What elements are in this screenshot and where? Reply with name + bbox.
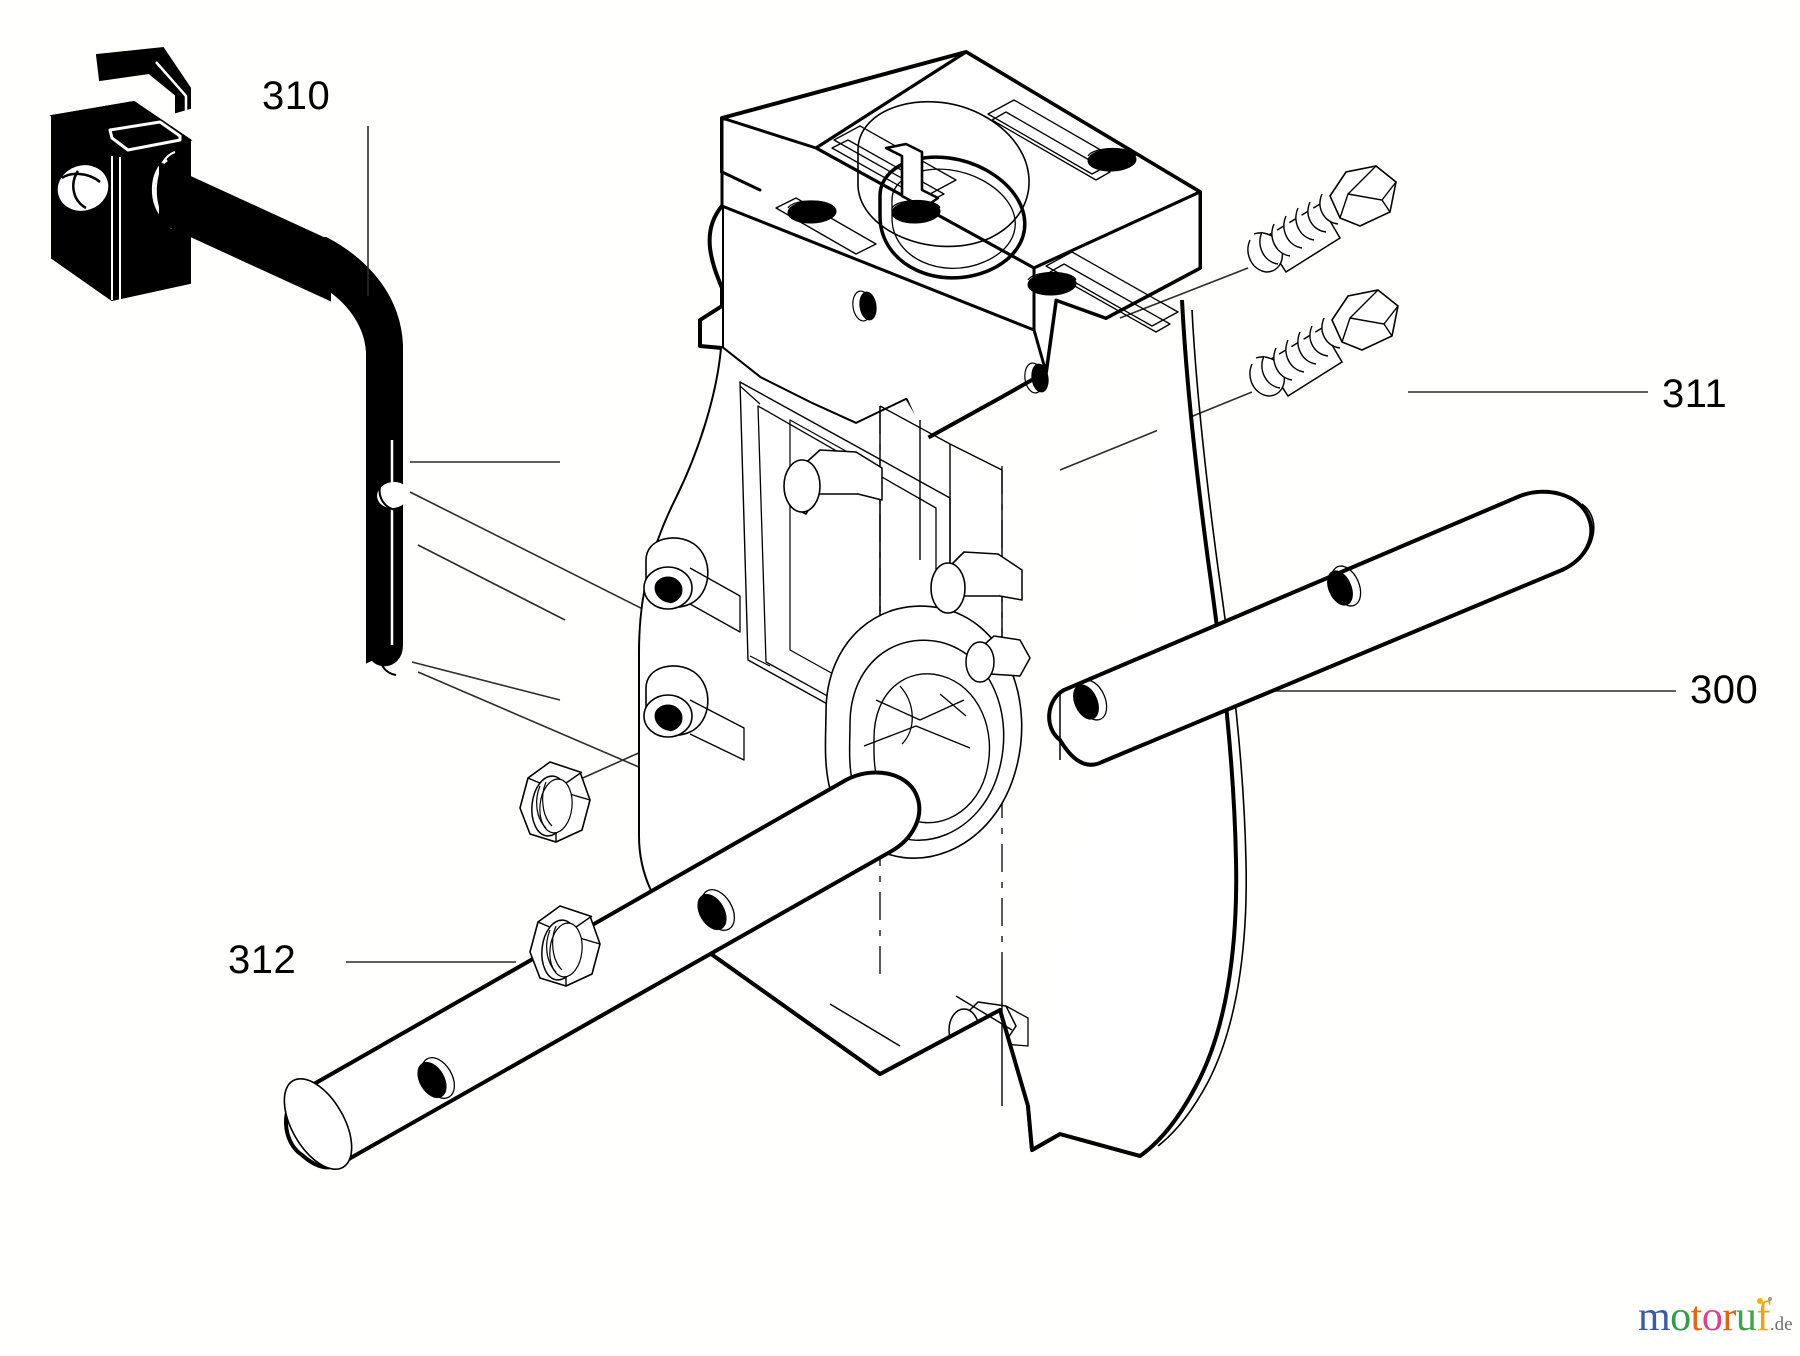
watermark-tld: .de <box>1769 1314 1793 1335</box>
watermark-letter: u <box>1735 1294 1757 1340</box>
gearbox-housing <box>638 50 1248 1158</box>
part-311-hex-bolt-lower <box>1249 289 1399 398</box>
watermark-letter: r <box>1722 1294 1736 1340</box>
flange-mounting-holes <box>787 147 1137 394</box>
leader-bracket-aux-2 <box>417 544 566 621</box>
housing-boss-lower <box>643 665 745 761</box>
leader-bolt-lower <box>1059 391 1253 471</box>
part-311-hex-bolt-upper <box>1247 165 1397 274</box>
part-312-hex-nut-upper <box>519 761 591 843</box>
tube-open-end <box>283 1077 353 1171</box>
housing-boss-upper <box>643 537 741 633</box>
motoruf-watermark: motoruf.de <box>1638 1295 1798 1343</box>
bracket-hole-upper <box>377 481 409 509</box>
watermark-dot-gray <box>1768 1297 1772 1301</box>
callout-label-311: 311 <box>1662 372 1728 416</box>
watermark-dot-orange <box>1757 1298 1763 1304</box>
part-312-hex-nut-lower <box>529 905 601 987</box>
watermark-letters: motoruf <box>1638 1294 1770 1340</box>
watermark-letter: f <box>1756 1294 1770 1340</box>
part-300-axle-tube-left <box>283 770 922 1171</box>
watermark-letter: t <box>1690 1294 1703 1340</box>
leader-bracket-lower-to-boss <box>411 661 561 701</box>
watermark-letter: o <box>1670 1294 1691 1340</box>
callout-label-310: 310 <box>262 74 331 118</box>
bracket-through-hole <box>57 165 109 211</box>
callout-label-300: 300 <box>1690 668 1759 712</box>
part-300-axle-tube-right <box>1047 489 1595 767</box>
part-310-bracket-rod-assembly <box>49 46 409 676</box>
watermark-letter: m <box>1638 1294 1671 1340</box>
callout-label-312: 312 <box>228 938 297 982</box>
leader-bolt-upper <box>1119 267 1249 319</box>
watermark-letter: o <box>1701 1294 1723 1340</box>
